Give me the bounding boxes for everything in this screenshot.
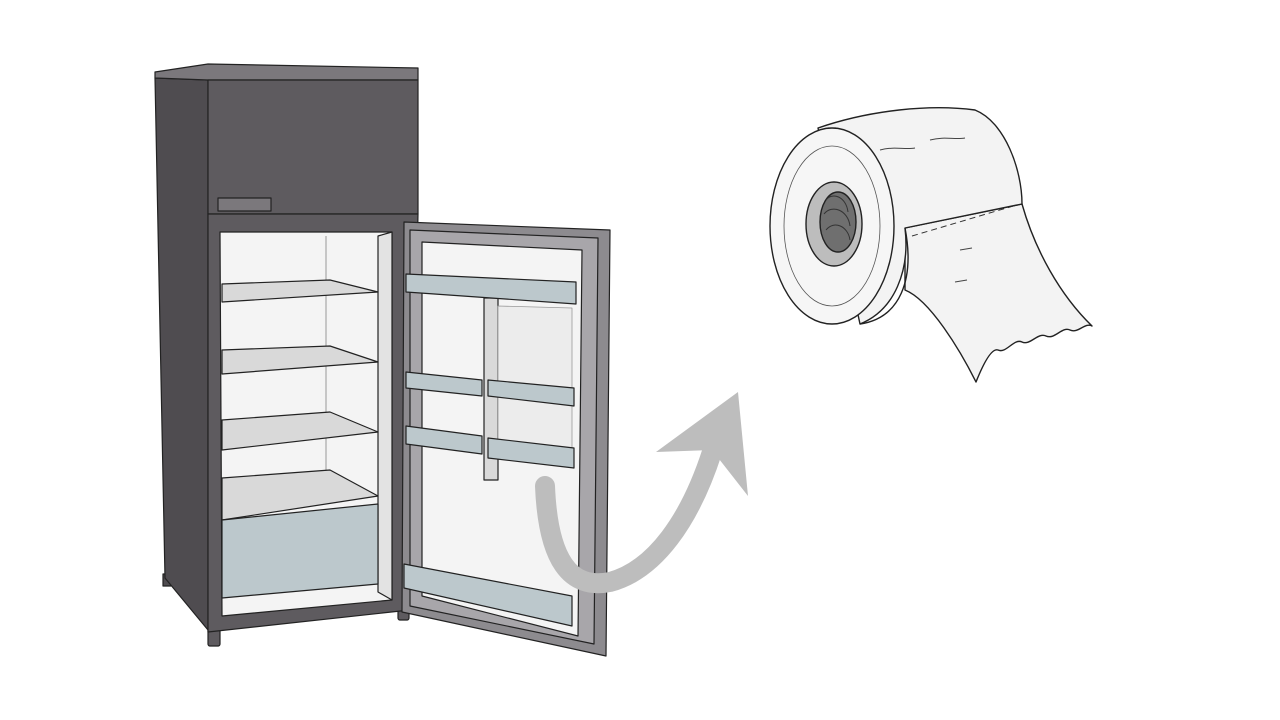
toilet-paper-roll: [769, 107, 1093, 383]
freezer-handle: [217, 197, 272, 212]
fridge-shelf-2: [221, 345, 379, 375]
fridge-shelf-4: [221, 469, 379, 521]
toilet-paper-sheet: [904, 203, 1093, 383]
door-bin-mid-left: [405, 371, 483, 397]
freezer-door: [207, 79, 419, 215]
fridge-shelf-3: [221, 411, 379, 451]
door-bin-low-right: [487, 437, 575, 469]
fridge-top: [154, 63, 419, 81]
refrigerator: [154, 63, 611, 657]
fridge-shelf-1: [221, 279, 379, 303]
door-bin-mid-right: [487, 379, 575, 407]
arrow-shaft: [535, 442, 722, 594]
door-bin-top: [405, 273, 577, 305]
arrow-icon: [535, 392, 748, 594]
door-bin-low-left: [405, 425, 483, 455]
door-bin-bottom: [403, 563, 573, 627]
fridge-crisper-drawer: [221, 503, 379, 599]
fridge-interior-wall: [377, 231, 393, 601]
fridge-side-panel: [154, 77, 209, 631]
arrow-head: [656, 392, 748, 496]
